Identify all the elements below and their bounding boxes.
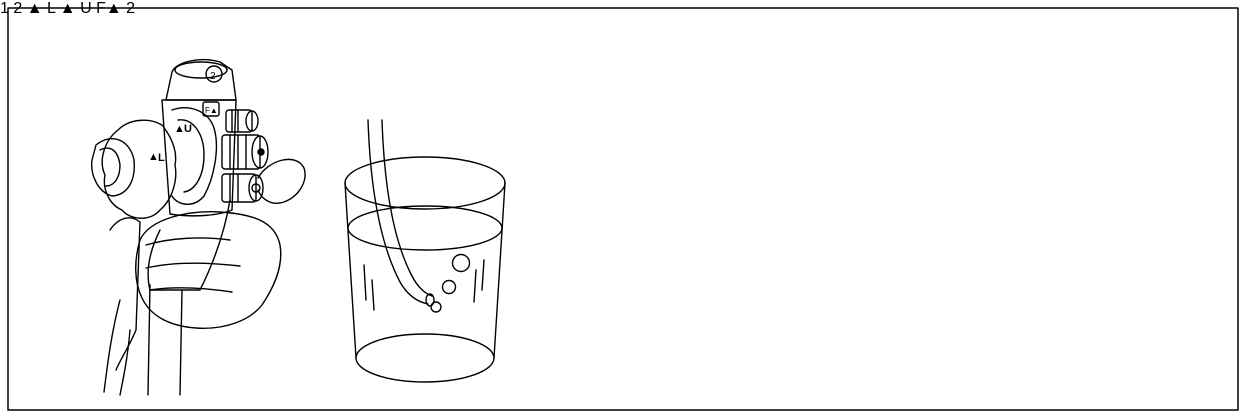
- svg-text:F▲: F▲: [205, 106, 218, 115]
- suction-valve-step1: [222, 135, 268, 169]
- air-bubbles-step1: [431, 255, 470, 313]
- endoscope-control-section-step1: 2 ▲ L ▲ U F▲: [92, 60, 305, 395]
- left-label-step1: L: [158, 152, 165, 164]
- air-water-valve-step1: [226, 110, 258, 132]
- third-valve-step1: [222, 174, 263, 202]
- tube-in-water-step1: [368, 120, 434, 306]
- right-left-angulation-knob: ▲ U: [172, 108, 216, 205]
- up-down-angulation-knob: ▲ L: [92, 120, 176, 218]
- up-label-step1: U: [184, 123, 192, 135]
- gloved-hand-step1: [136, 212, 281, 329]
- svg-text:2: 2: [210, 71, 216, 82]
- suction-cylinder-top: [166, 60, 236, 100]
- beaker-step1: [345, 157, 505, 382]
- thumb-step1: [258, 159, 305, 203]
- figure-frame: [8, 8, 1238, 410]
